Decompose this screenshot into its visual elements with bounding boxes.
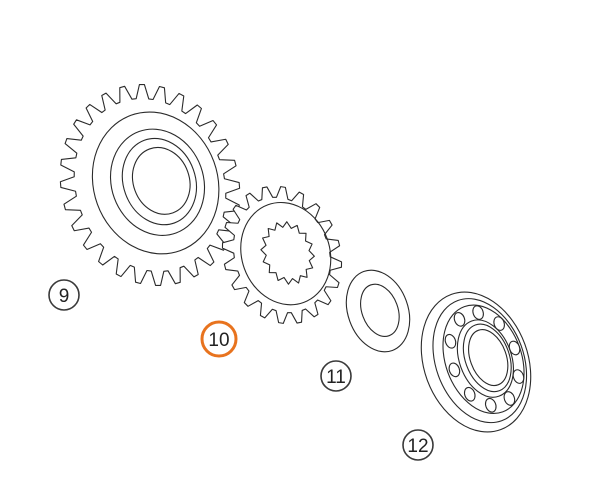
bearing-ball [472,305,484,320]
bearing-ball [448,362,461,378]
callout-10[interactable]: 10 [200,320,238,358]
callout-11-label: 11 [326,367,346,388]
callout-12[interactable]: 12 [402,429,434,461]
callout-9[interactable]: 9 [48,279,80,311]
bearing-ball [453,312,466,327]
bearing-ball [444,333,457,349]
part-11-washer[interactable] [335,261,420,360]
callout-11[interactable]: 11 [320,360,352,392]
bearing-ball [508,340,521,356]
part-12-ball-bearing[interactable] [403,277,550,448]
part-9-large-gear[interactable] [33,59,268,310]
bearing-ball [493,316,505,331]
callout-10-label: 10 [208,330,229,351]
bearing-ball [484,397,497,413]
part-10-small-gear[interactable] [204,170,360,341]
callout-12-label: 12 [407,436,428,457]
bearing-ball [503,391,516,406]
bearing-ball [463,386,476,402]
callout-9-label: 9 [59,286,70,307]
bearing-ball [512,369,525,384]
